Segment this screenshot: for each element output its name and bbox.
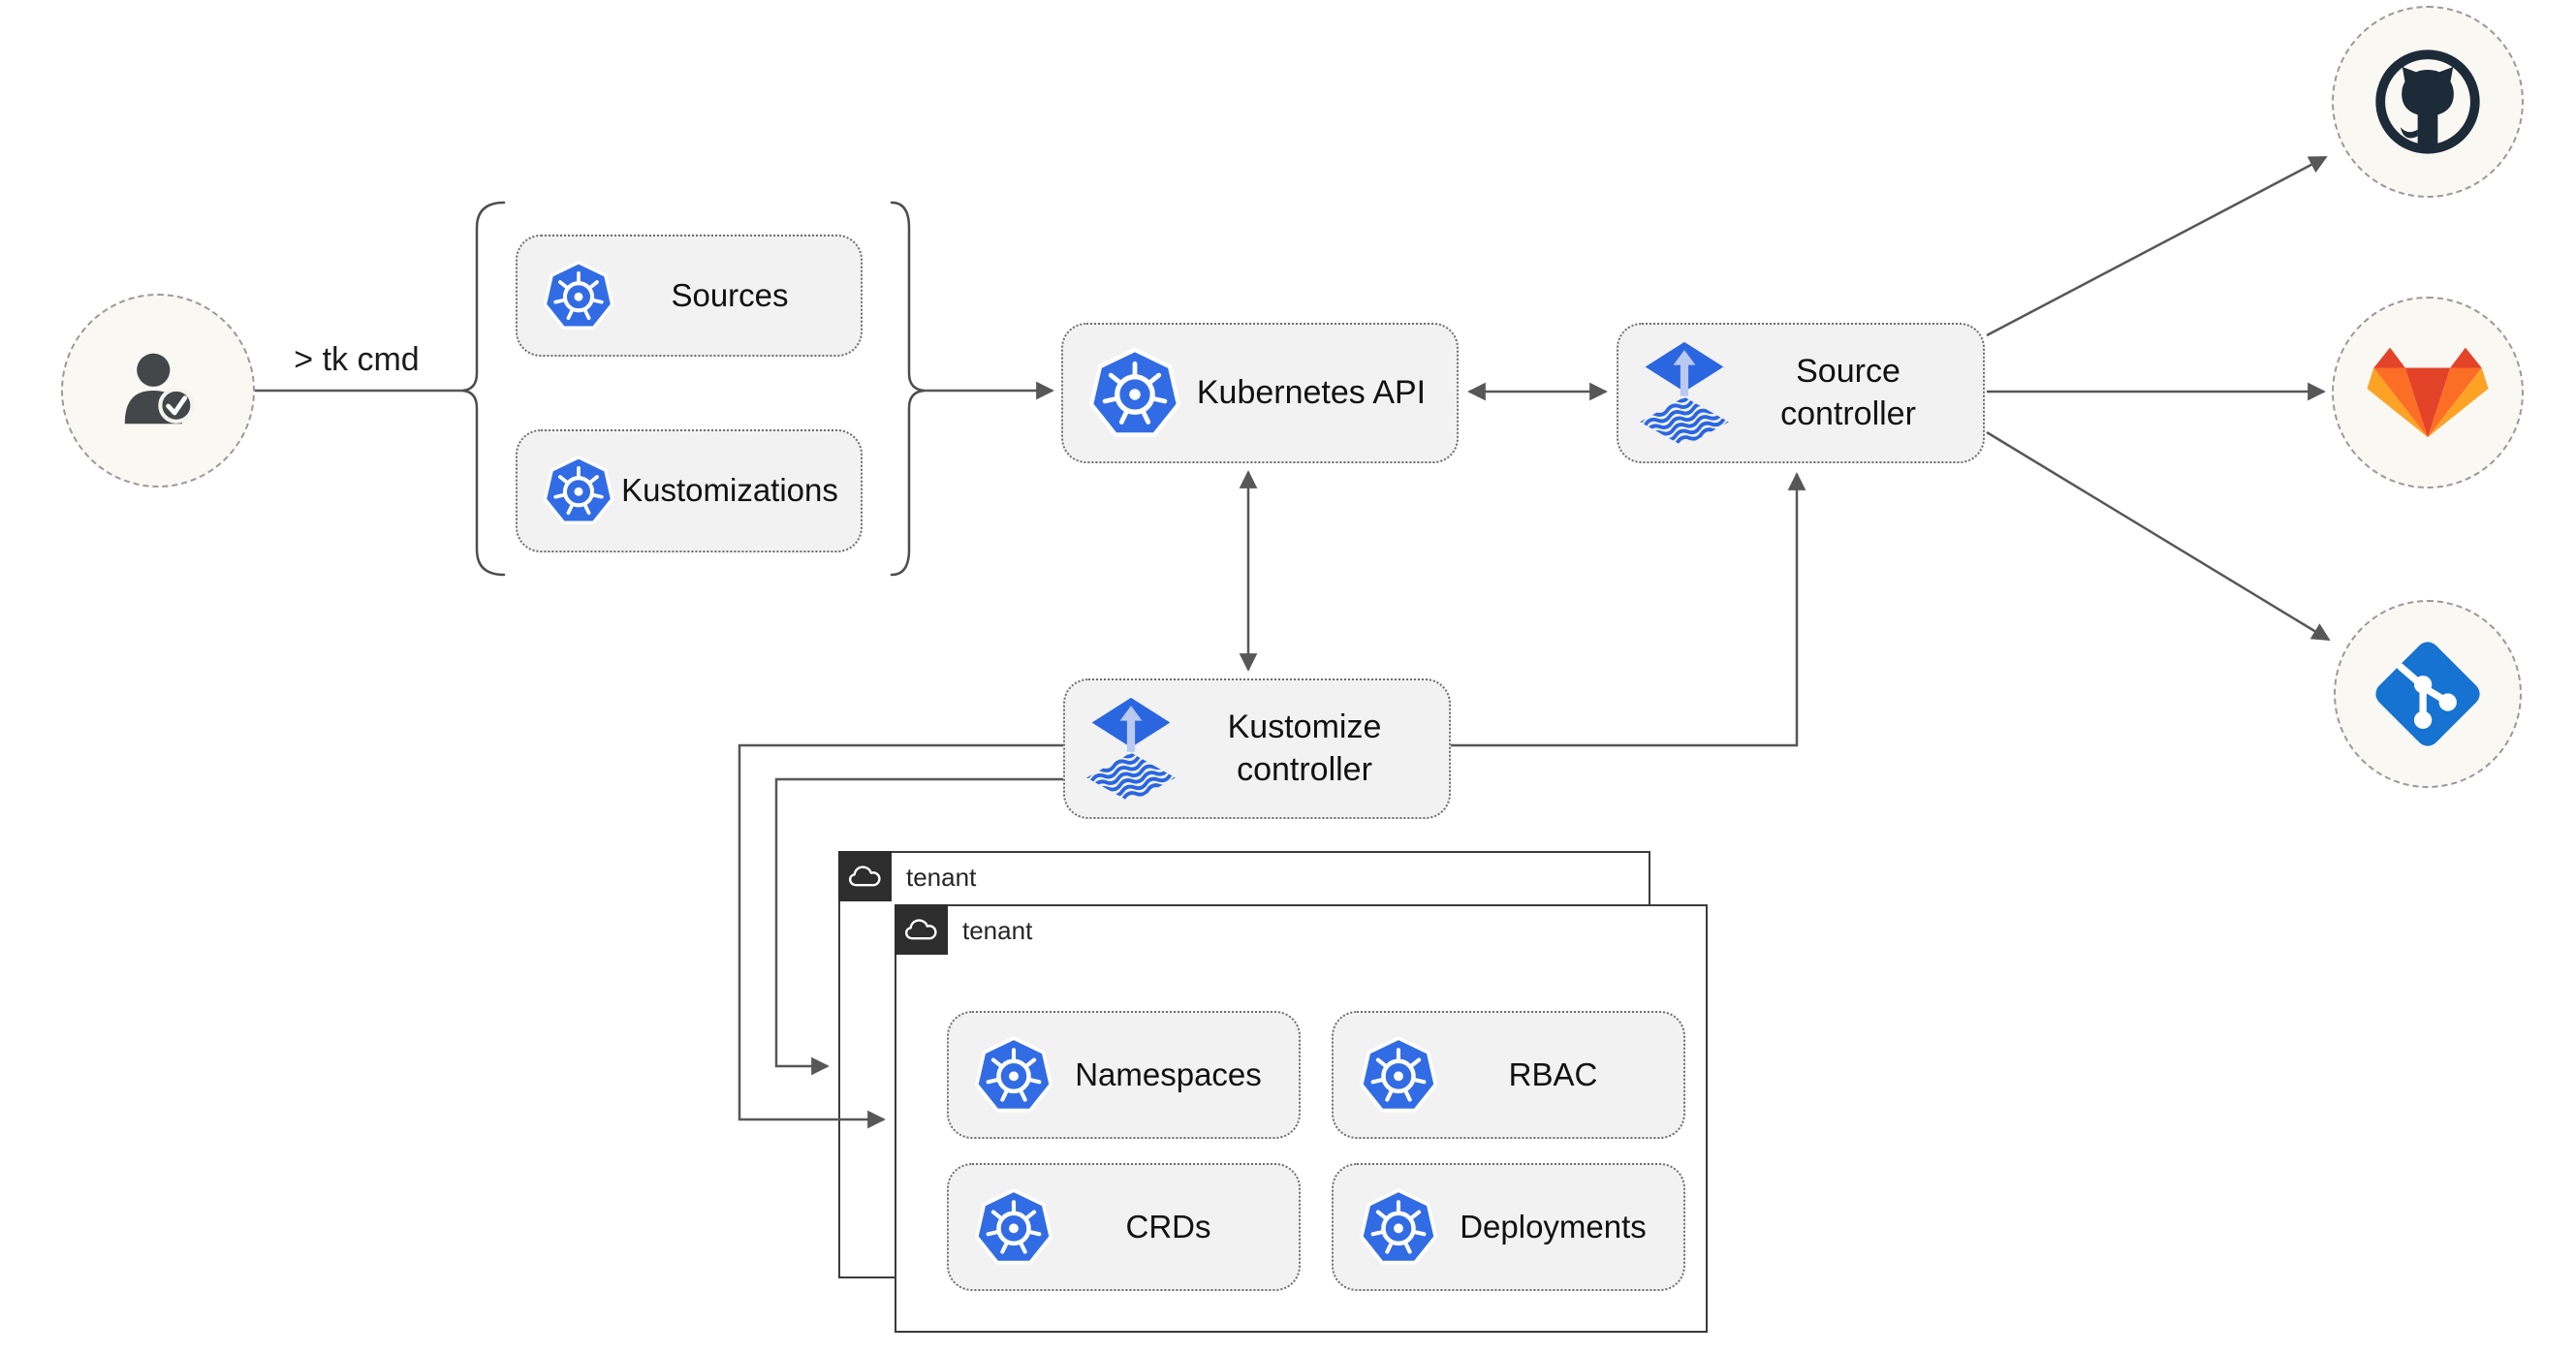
- left-brace: [461, 201, 506, 577]
- node-kubernetes-api-label: Kubernetes API: [1196, 373, 1427, 411]
- git-icon: [2369, 635, 2487, 753]
- node-deployments-label: Deployments: [1460, 1208, 1647, 1245]
- node-crds: CRDs: [947, 1163, 1301, 1291]
- kubernetes-icon: [543, 454, 614, 528]
- node-namespaces-label: Namespaces: [1075, 1056, 1262, 1092]
- git-provider-git: [2334, 600, 2522, 788]
- tenant-window-tab: [837, 850, 892, 901]
- gitlab-icon: [2367, 346, 2489, 440]
- node-source-controller-label: Source controller: [1780, 352, 1916, 432]
- right-brace: [890, 201, 926, 577]
- git-provider-github: [2332, 6, 2524, 198]
- user-check-icon: [101, 333, 215, 448]
- git-provider-gitlab: [2332, 297, 2524, 488]
- node-crds-label: CRDs: [1125, 1208, 1211, 1245]
- node-kubernetes-api: Kubernetes API: [1061, 323, 1459, 463]
- node-kustomizations: Kustomizations: [516, 429, 863, 552]
- cli-command-label: > tk cmd: [294, 341, 420, 378]
- kubernetes-icon: [974, 1034, 1053, 1117]
- cloud-icon: [847, 863, 883, 889]
- user-actor: [61, 294, 255, 488]
- kubernetes-icon: [1359, 1034, 1438, 1117]
- edge-source-to-git: [1986, 430, 2331, 642]
- tenant-window-tab: [894, 903, 948, 955]
- tenant-window-title: tenant: [962, 915, 1033, 945]
- node-sources: Sources: [516, 235, 863, 357]
- edge-source-to-github: [1986, 155, 2328, 337]
- node-kustomize-controller-label: Kustomize controller: [1227, 708, 1382, 788]
- node-kustomize-controller: Kustomize controller: [1063, 678, 1451, 819]
- kubernetes-icon: [543, 259, 614, 333]
- node-source-controller: Source controller: [1617, 323, 1985, 463]
- tenant-window-front: tenant Namespaces RBAC CRDs Deployments: [894, 903, 1708, 1333]
- cloud-icon: [903, 916, 939, 942]
- node-rbac: RBAC: [1332, 1011, 1685, 1139]
- node-namespaces: Namespaces: [947, 1011, 1301, 1139]
- kubernetes-icon: [1359, 1186, 1438, 1269]
- flux-icon: [1640, 340, 1729, 447]
- tenant-window-title: tenant: [906, 862, 977, 892]
- flux-icon: [1086, 696, 1176, 803]
- edge-kustomize-to-source: [1451, 472, 1806, 747]
- kubernetes-icon: [1088, 345, 1181, 442]
- node-kustomizations-label: Kustomizations: [621, 472, 838, 509]
- github-icon: [2369, 43, 2487, 161]
- node-sources-label: Sources: [671, 276, 789, 313]
- kubernetes-icon: [974, 1186, 1053, 1269]
- node-deployments: Deployments: [1332, 1163, 1685, 1291]
- node-rbac-label: RBAC: [1508, 1056, 1598, 1092]
